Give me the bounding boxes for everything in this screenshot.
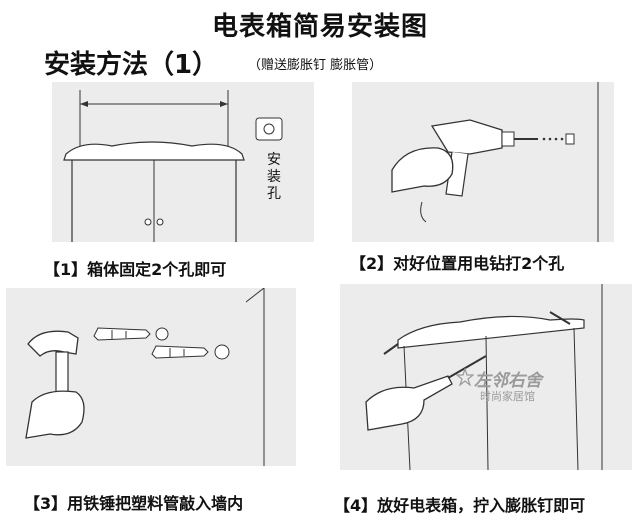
page-title: 电表箱简易安装图 (0, 6, 640, 43)
step-3-illustration (6, 288, 296, 466)
step-2-caption: 【2】对好位置用电钻打2个孔 (350, 250, 564, 274)
mount-hole-label: 安 装 孔 (264, 152, 284, 203)
box-top (64, 142, 244, 160)
plastic-anchor-icon (94, 328, 229, 359)
step-4-caption: 【4】放好电表箱，拧入膨胀钉即可 (334, 492, 585, 516)
drill-path-dots (543, 138, 570, 141)
hand-icon (392, 148, 453, 192)
method-note: （赠送膨胀钉 膨胀管） (248, 54, 382, 73)
hand-icon (366, 376, 452, 430)
step-1-caption: 【1】箱体固定2个孔即可 (44, 256, 226, 280)
hand-icon (26, 391, 84, 438)
star-icon (456, 368, 474, 386)
step-2-illustration (352, 82, 614, 242)
box-top (398, 316, 584, 348)
hammer-drawing (6, 288, 296, 466)
hammer-icon (28, 331, 78, 356)
method-heading: 安装方法（1） (44, 44, 218, 81)
drill-drawing (352, 82, 614, 242)
step-3-caption: 【3】用铁锤把塑料管敲入墙内 (24, 490, 243, 514)
watermark-sub: 时尚家居馆 (480, 388, 535, 404)
